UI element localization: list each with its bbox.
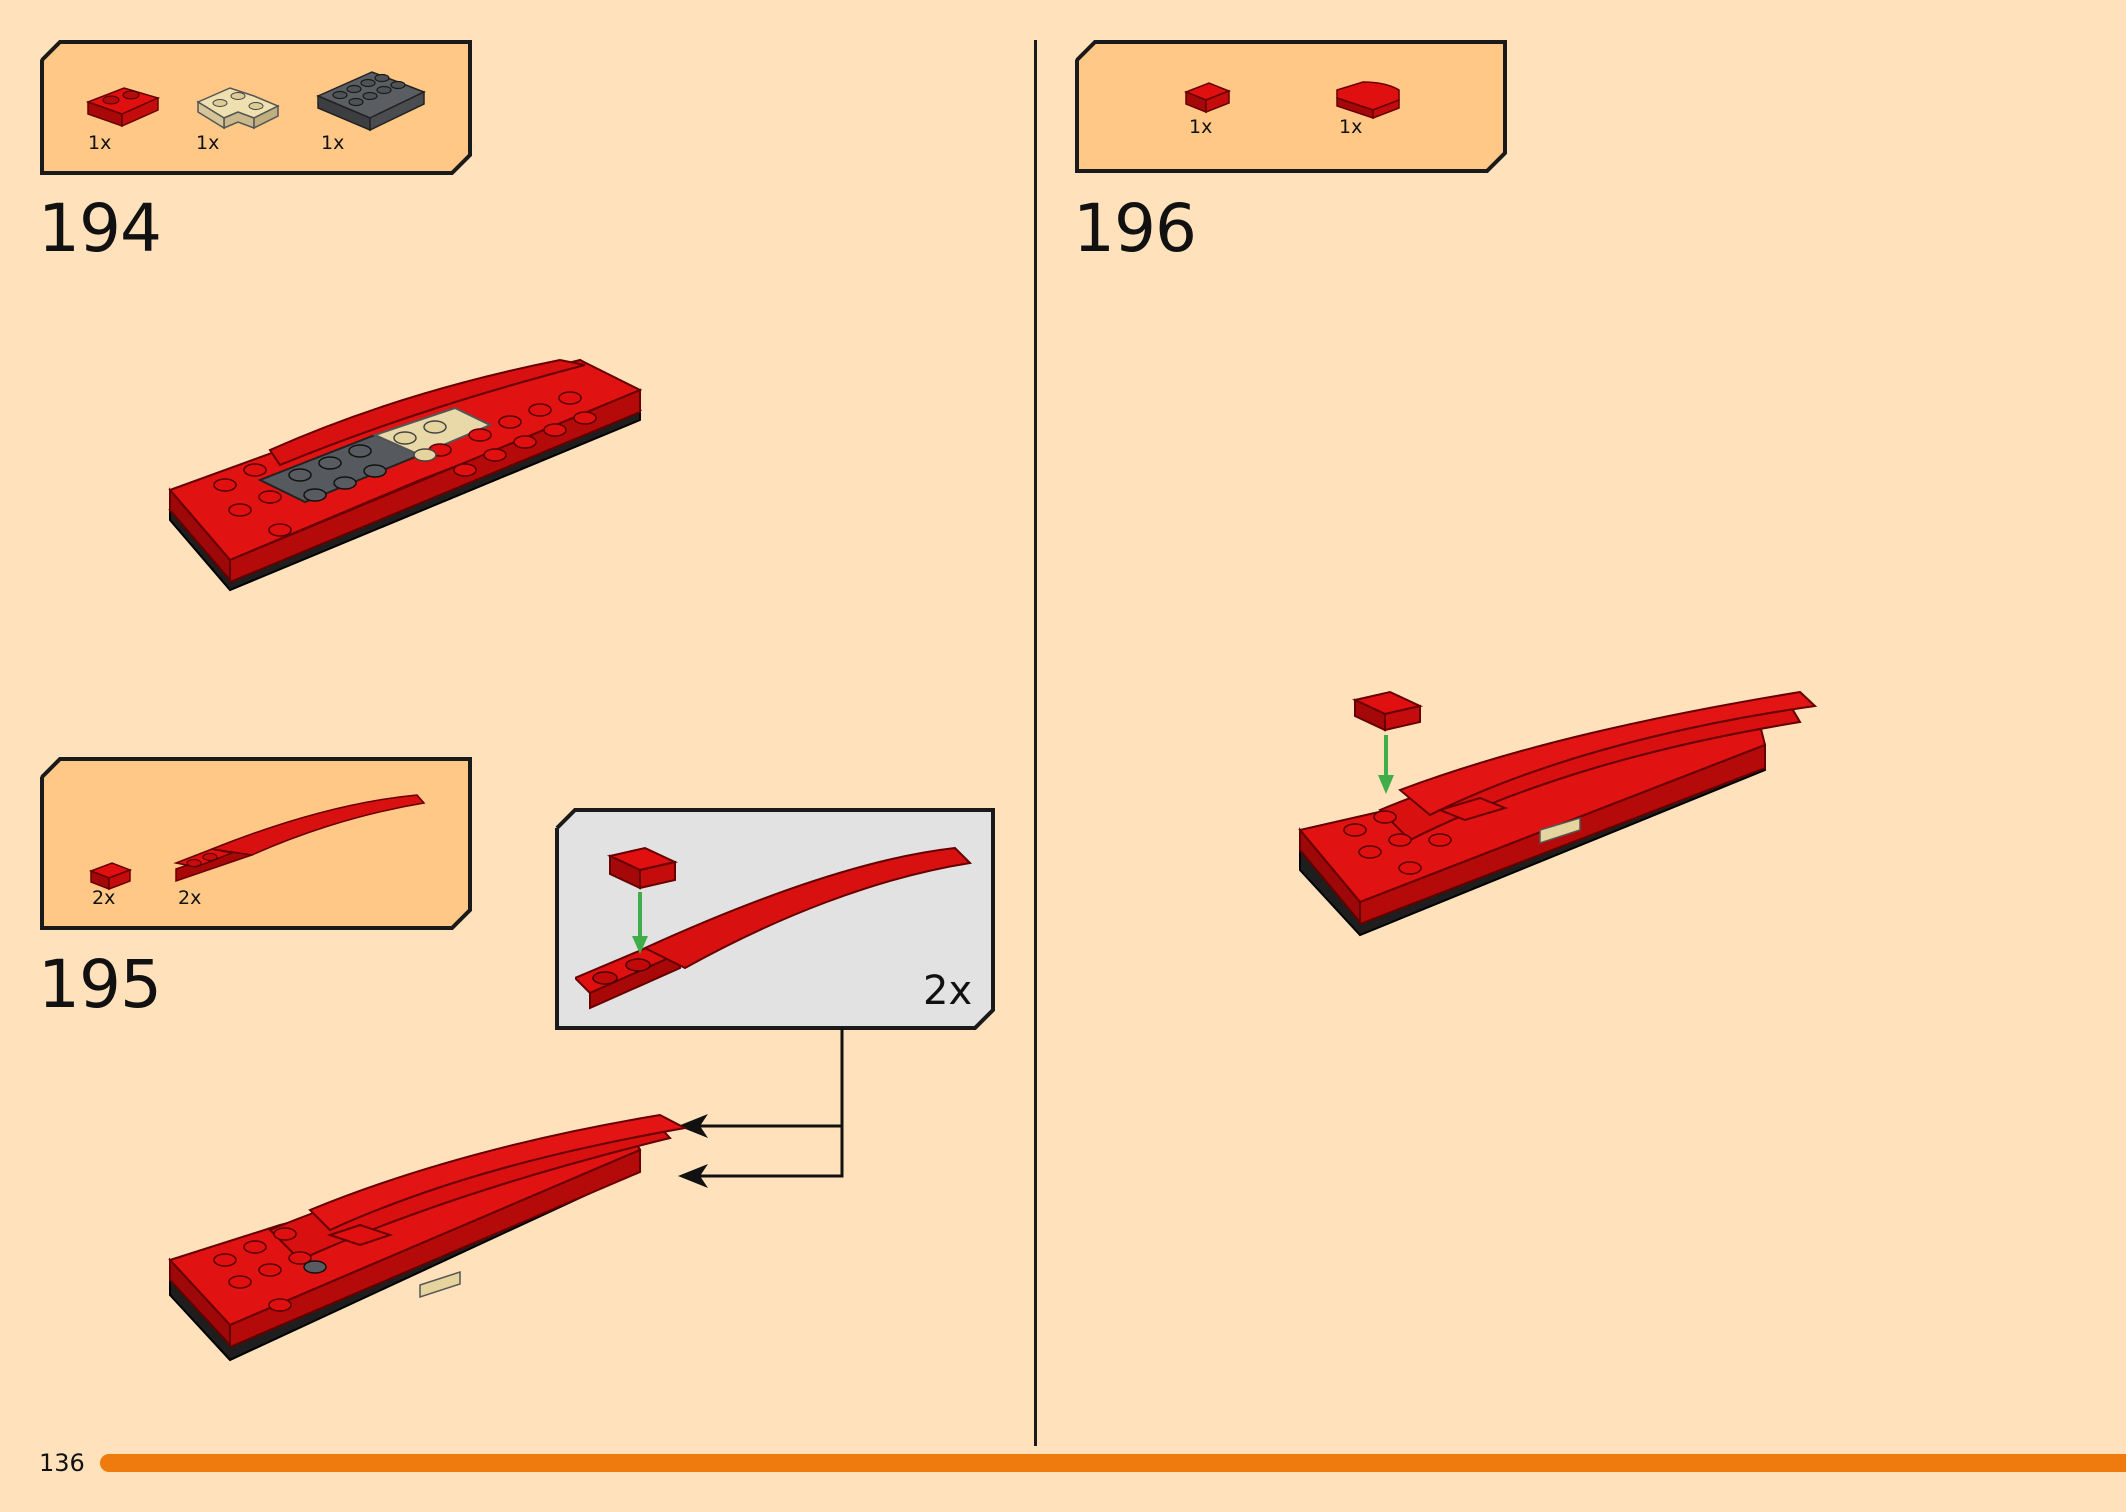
tan-corner-plate-icon (194, 76, 284, 132)
red-tile-1x1-icon (1183, 78, 1233, 118)
red-tile-1x1-icon (610, 848, 675, 888)
part-qty: 2x (92, 887, 116, 909)
part-qty: 1x (1189, 116, 1213, 138)
callout-frame (555, 808, 995, 1030)
step-195-model-illustration (168, 1113, 689, 1362)
callout-connector (678, 1028, 844, 1188)
parts-box-step-195: 2x 2x (40, 757, 472, 930)
step-number: 194 (38, 190, 162, 267)
step-196-model-illustration (1298, 690, 1818, 937)
page-number: 136 (39, 1449, 85, 1477)
step-number: 195 (38, 946, 162, 1023)
step-194-model-illustration (168, 358, 643, 592)
sub-assembly-callout: 2x (555, 808, 995, 1030)
red-tile-1x1-icon (88, 857, 134, 895)
parts-box-step-194: 1x 1x 1x (40, 40, 472, 175)
red-curved-tile-icon (1333, 76, 1405, 120)
step-number: 196 (1073, 190, 1197, 267)
callout-multiplier: 2x (923, 968, 973, 1014)
red-plate-1x2-icon (84, 80, 164, 128)
parts-box-step-196: 1x 1x (1075, 40, 1507, 173)
progress-bar (100, 1454, 2126, 1472)
red-curved-wedge-icon (172, 781, 432, 891)
column-divider (1034, 40, 1037, 1446)
parts-box-frame (40, 40, 472, 175)
part-qty: 1x (88, 132, 112, 154)
parts-box-frame (40, 757, 472, 930)
parts-box-frame (1075, 40, 1507, 173)
part-qty: 1x (196, 132, 220, 154)
part-qty: 1x (1339, 116, 1363, 138)
callout-model-illustration (575, 828, 995, 1018)
part-qty: 1x (321, 132, 345, 154)
part-qty: 2x (178, 887, 202, 909)
red-tile-1x1-icon (1351, 690, 1424, 732)
dark-grey-plate-2x4-icon (314, 62, 428, 134)
